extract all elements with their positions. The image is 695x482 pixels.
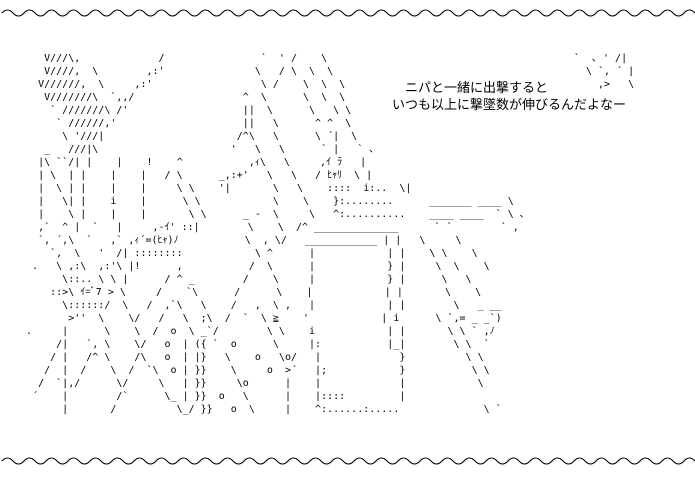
speech-line-2: いつも以上に撃墜数が伸びるんだよなー xyxy=(392,98,627,113)
bottom-wavy-border xyxy=(1,457,695,465)
speech-text: ニパと一緒に出撃すると いつも以上に撃墜数が伸びるんだよなー xyxy=(392,80,626,114)
top-wavy-border xyxy=(1,9,695,17)
ascii-art: V///\, / ` ' / \ ` ､ ' /| V////, \ ,:' \… xyxy=(26,53,635,415)
speech-line-1: ニパと一緒に出撃すると xyxy=(405,81,549,96)
